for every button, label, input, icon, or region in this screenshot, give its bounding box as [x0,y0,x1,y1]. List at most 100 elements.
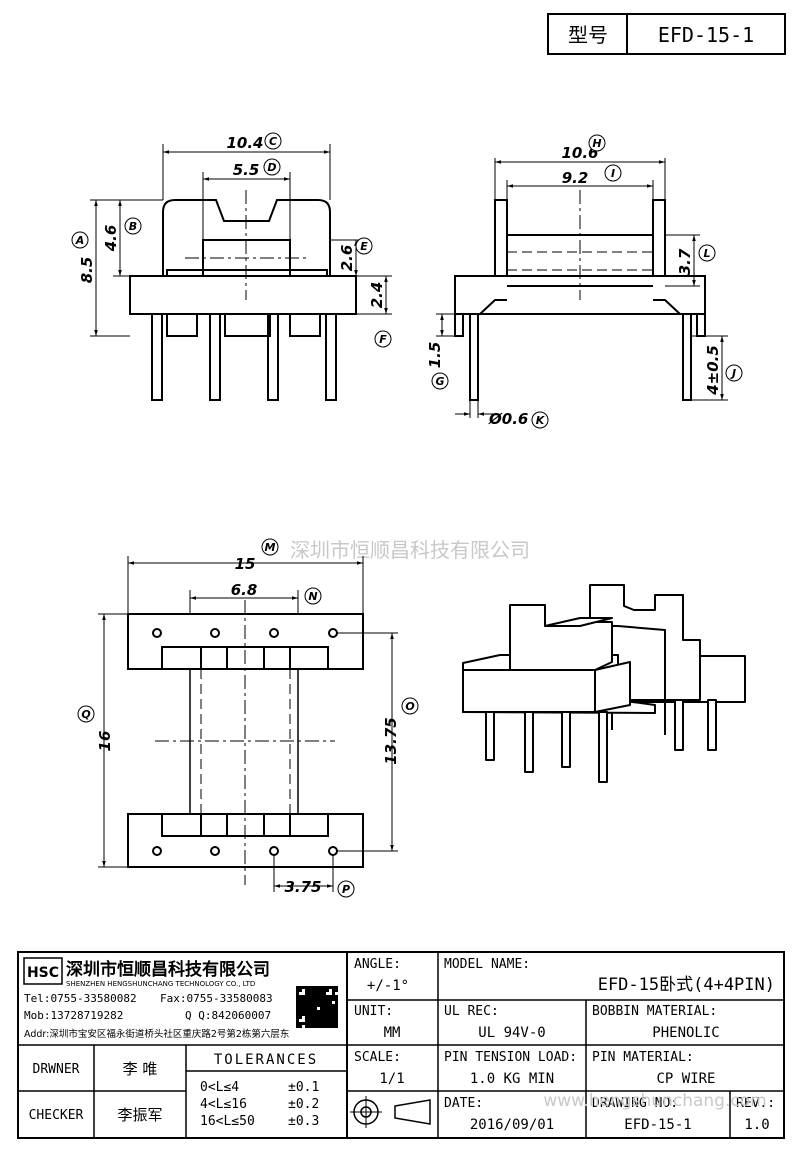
svg-text:B: B [129,220,137,233]
svg-text:D: D [267,161,276,174]
scale-label: SCALE: [354,1050,401,1065]
isometric-view [462,584,746,783]
tolerance-range: 16<L≤50 [200,1114,255,1129]
front-view-dimensions [90,144,392,337]
dim-G-value: 1.5 [426,342,444,369]
checker-value: 李振军 [117,1106,162,1124]
callout-O: O [401,697,419,715]
callout-B: B [124,217,142,235]
svg-text:P: P [342,883,350,896]
svg-text:J: J [730,367,736,380]
tolerance-value: ±0.1 [288,1080,319,1095]
callout-C: C [264,132,282,150]
svg-text:E: E [360,240,368,253]
callout-G: G [431,372,449,390]
svg-text:O: O [405,700,414,713]
rev-value: 1.0 [744,1117,769,1133]
header-box: 型号 EFD-15-1 [547,13,786,55]
header-model-code: EFD-15-1 [658,23,754,47]
watermark-url: www.hengshunchang.com [543,1091,766,1111]
side-view-dimensions [436,158,728,418]
dim-D-value: 5.5 [233,161,260,179]
angle-label: ANGLE: [354,957,401,972]
company-name-en: SHENZHEN HENGSHUNCHANG TECHNOLOGY CO., L… [66,980,255,988]
drawing-no-value: EFD-15-1 [624,1117,691,1133]
svg-text:Q: Q [81,708,90,721]
svg-text:F: F [379,333,387,346]
svg-text:M: M [265,541,276,554]
callout-Q: Q [77,705,95,723]
callout-D: D [263,158,281,176]
svg-text:A: A [75,234,85,247]
svg-text:K: K [536,414,546,427]
callout-I: I [604,164,622,182]
pin-tension-label: PIN TENSION LOAD: [444,1050,577,1065]
qr-code [296,986,338,1028]
dim-J-value: 4±0.5 [704,345,722,396]
checker-label: CHECKER [29,1108,84,1123]
drawing-no-label: DRAWING NO: [592,1096,678,1111]
tolerance-value: ±0.3 [288,1114,319,1129]
svg-text:H: H [592,137,601,150]
tolerance-range: 0<L≤4 [200,1080,239,1095]
pin-tension-value: 1.0 KG MIN [470,1071,554,1087]
scale-value: 1/1 [379,1071,404,1087]
svg-text:G: G [435,375,444,388]
dim-P-value: 3.75 [284,878,321,896]
callout-P: P [337,880,355,898]
unit-label: UNIT: [354,1004,393,1019]
tolerance-value: ±0.2 [288,1097,319,1112]
company-logo: HSC [23,957,63,985]
bottom-view [127,600,364,885]
dim-A-value: 8.5 [78,257,96,284]
watermark-company: 深圳市恒顺昌科技有限公司 [290,538,530,562]
angle-value: +/-1° [367,978,409,994]
callout-L: L [698,244,716,262]
callout-A: A [71,231,89,249]
model-name-value: EFD-15卧式(4+4PIN) [598,975,775,995]
date-label: DATE: [444,1096,483,1111]
dim-N-value: 6.8 [231,581,258,599]
tolerance-range: 4<L≤16 [200,1097,247,1112]
svg-text:L: L [703,247,710,260]
model-name-label: MODEL NAME: [444,957,530,972]
side-view [454,190,706,401]
callout-layer: A B CD E F G H I J K L M N O P Q [71,132,743,898]
pin-material-value: CP WIRE [656,1071,715,1087]
tolerance-rows: 0<L≤4 ±0.1 4<L≤16 ±0.2 16<L≤50 ±0.3 [200,1080,319,1129]
dim-I-value: 9.2 [562,169,589,187]
callout-F: F [374,330,392,348]
company-name-cn: 深圳市恒顺昌科技有限公司 [66,959,270,980]
dim-E-value: 2.6 [338,245,356,272]
tolerances-label: TOLERANCES [214,1052,318,1068]
dim-L-value: 3.7 [676,248,694,275]
company-mob: Mob:13728719282 [24,1009,123,1022]
bobbin-material-value: PHENOLIC [652,1025,719,1041]
unit-value: MM [384,1025,401,1041]
dim-C-value: 10.4 [226,134,263,152]
callout-M: M [261,538,279,556]
date-value: 2016/09/01 [470,1117,554,1133]
rev-label: REV.: [736,1096,775,1111]
callout-J: J [725,364,743,382]
bottom-view-dimensions [98,556,398,892]
svg-text:C: C [269,135,277,148]
dim-F-value: 2.4 [368,282,386,309]
title-block [17,951,785,1139]
front-view [129,190,357,401]
ul-rec-value: UL 94V-0 [478,1025,545,1041]
company-qq: Q Q:842060007 [185,1009,271,1022]
dim-M-value: 15 [235,555,256,573]
drawner-value: 李 唯 [123,1060,158,1078]
dim-Q-value: 16 [96,731,114,752]
ul-rec-label: UL REC: [444,1004,499,1019]
company-fax: Fax:0755-33580083 [160,992,273,1005]
dim-B-value: 4.6 [102,225,120,253]
callout-N: N [304,587,322,605]
svg-text:N: N [308,590,317,603]
dim-O-value: 13.75 [382,717,400,764]
company-address: Addr:深圳市宝安区福永街道桥头社区重庆路2号第2栋第六层东 [24,1028,289,1040]
callout-E: E [355,237,373,255]
company-tel: Tel:0755-33580082 [24,992,137,1005]
